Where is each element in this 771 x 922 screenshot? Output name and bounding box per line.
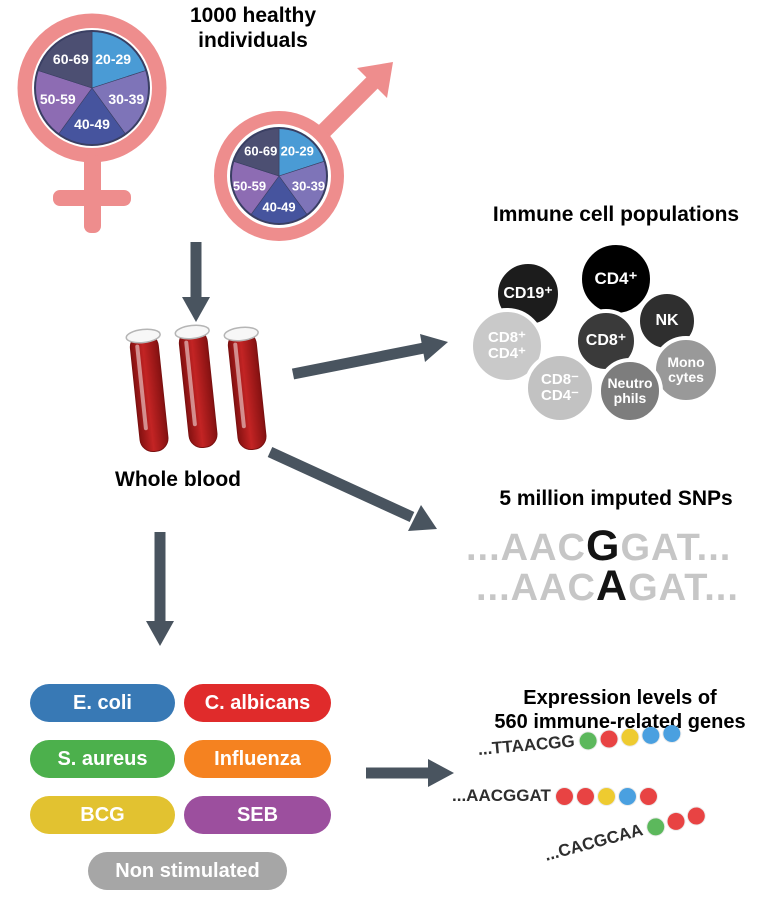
snp-prefix: ...AAC [466, 527, 586, 569]
stimulus-influenza: Influenza [184, 740, 331, 778]
female-symbol-icon: 20-29 30-39 40-49 50-59 60-69 [17, 13, 167, 233]
blood-tube-icon [223, 326, 267, 451]
female-crossbar [53, 190, 131, 206]
female-age-pie: 20-29 30-39 40-49 50-59 60-69 [34, 30, 150, 146]
age-group-label: 60-69 [53, 51, 89, 67]
blood-tubes-icon [125, 324, 267, 453]
tube-gloss [233, 342, 246, 429]
blood-tube-icon [174, 324, 218, 449]
snp-suffix: GAT... [628, 567, 739, 609]
arrow-blood-to-stimuli-icon [146, 532, 174, 646]
expression-read-2: ...AACGGAT [452, 786, 657, 806]
age-group-label: 40-49 [74, 116, 110, 132]
snp-prefix: ...AAC [476, 567, 596, 609]
stimulus-non-stimulated: Non stimulated [88, 852, 287, 890]
expression-dot [599, 729, 619, 748]
tube-cap [174, 324, 210, 340]
stimulus-s-aureus: S. aureus [30, 740, 175, 778]
expression-dot [620, 727, 640, 746]
arrow-shaft [291, 342, 426, 380]
arrow-population-to-blood-icon [182, 242, 210, 322]
snp-variant-allele: A [596, 562, 629, 610]
tube-gloss [135, 344, 148, 431]
cell-monocytes: Mono cytes [652, 336, 720, 404]
read-dots [555, 787, 657, 805]
expression-dot [662, 723, 681, 743]
expression-dot [645, 815, 667, 837]
read-sequence: ...AACGGAT [452, 786, 551, 805]
male-arrow-shaft [316, 75, 380, 139]
male-ring [214, 111, 344, 241]
cell-cd8neg-cd4neg: CD8⁻ CD4⁻ [524, 352, 596, 424]
immune-cells-title: Immune cell populations [492, 203, 740, 226]
snps-title: 5 million imputed SNPs [499, 487, 733, 510]
arrow-head [182, 297, 210, 322]
stimulus-e-coli: E. coli [30, 684, 175, 722]
age-group-label: 50-59 [233, 178, 266, 193]
snp-suffix: GAT... [620, 527, 732, 569]
cell-neutrophils: Neutro phils [597, 358, 663, 424]
age-group-label: 30-39 [292, 178, 325, 193]
tube-gloss [184, 340, 197, 427]
male-arrow-head [357, 62, 393, 98]
stimulus-bcg: BCG [30, 796, 175, 834]
arrow-blood-to-snps-icon [267, 446, 437, 531]
tube-body [129, 333, 169, 453]
age-group-label: 20-29 [281, 144, 314, 159]
expression-dot [555, 787, 573, 805]
tube-body [178, 329, 218, 449]
arrow-head [408, 505, 437, 531]
stimulus-c-albicans: C. albicans [184, 684, 331, 722]
expression-dot [639, 787, 657, 805]
female-pie-outline [34, 30, 150, 146]
blood-tube-icon [125, 328, 169, 453]
expression-dot [578, 731, 598, 750]
arrow-blood-to-cells-icon [291, 334, 448, 380]
age-group-label: 20-29 [95, 51, 131, 67]
snp-variant-allele: G [586, 522, 621, 570]
male-symbol-icon: 20-29 30-39 40-49 50-59 60-69 [214, 62, 393, 241]
expression-dot [597, 787, 615, 805]
expression-title: Expression levels of 560 immune-related … [494, 687, 746, 733]
population-count-label: 1000 healthy individuals [189, 4, 317, 52]
arrow-head [428, 759, 454, 787]
male-pie-outline [230, 127, 328, 225]
arrow-stimuli-to-expression-icon [366, 759, 454, 787]
whole-blood-label: Whole blood [115, 468, 241, 491]
arrow-head [420, 334, 448, 362]
age-group-label: 60-69 [244, 144, 277, 159]
snp-sequence-1: ...AACGGAT... [466, 522, 731, 571]
expression-dot [576, 787, 594, 805]
arrow-head [146, 621, 174, 646]
age-group-label: 50-59 [40, 91, 76, 107]
expression-dot [641, 725, 661, 745]
age-group-label: 40-49 [262, 200, 295, 215]
snp-sequence-2: ...AACAGAT... [476, 562, 739, 611]
expression-dot [665, 810, 687, 832]
stimulus-seb: SEB [184, 796, 331, 834]
expression-dot [618, 787, 636, 805]
tube-cap [223, 326, 259, 342]
tube-cap [125, 328, 161, 344]
tube-body [227, 331, 267, 451]
age-group-label: 30-39 [108, 91, 144, 107]
arrow-shaft [267, 446, 415, 523]
